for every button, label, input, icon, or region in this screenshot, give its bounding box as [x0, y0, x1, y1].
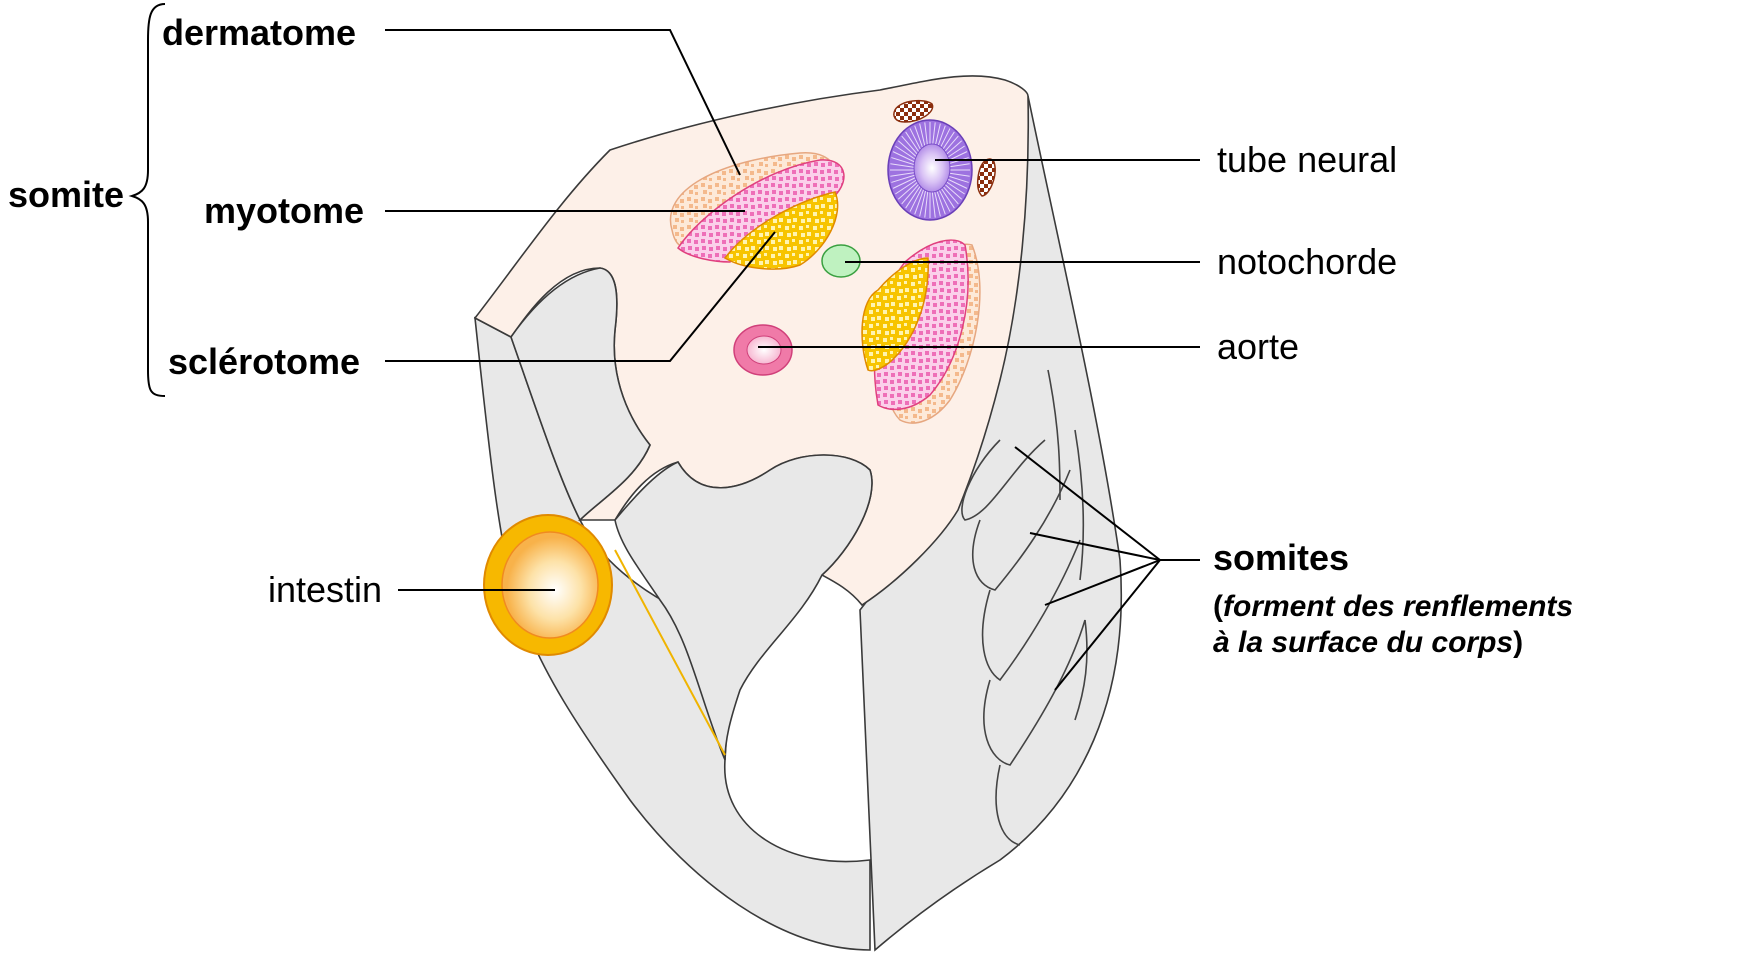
label-dermatome: dermatome [162, 12, 356, 53]
label-somites-note-line1: (forment des renflements [1213, 590, 1573, 623]
label-aorte: aorte [1217, 326, 1299, 367]
aorta [734, 325, 792, 375]
label-sclerotome: sclérotome [168, 341, 360, 382]
label-myotome: myotome [204, 190, 364, 231]
label-intestin: intestin [268, 569, 382, 610]
label-tube-neural: tube neural [1217, 139, 1397, 180]
label-somites: somites [1213, 537, 1349, 578]
neural-tube [888, 120, 972, 220]
label-somites-note-line2: à la surface du corps) [1213, 626, 1523, 659]
neural-tube-lumen [914, 144, 950, 192]
somite-brace [132, 4, 165, 396]
label-notochorde: notochorde [1217, 241, 1397, 282]
label-somite: somite [8, 174, 124, 215]
